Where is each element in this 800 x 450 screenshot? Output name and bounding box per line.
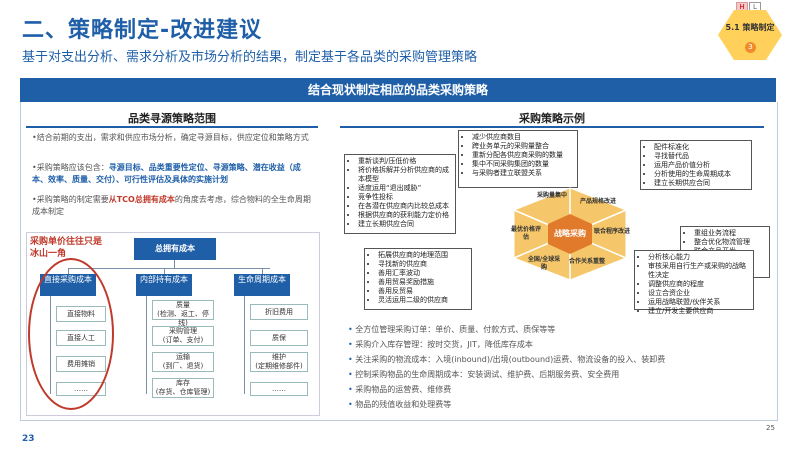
- p2-prefix: •采购策略应该包含：: [32, 163, 109, 172]
- bullet-list: 全方位管理采购订单：单价、质量、付款方式、质保等等 采购介入库存管理：按时交货，…: [348, 322, 748, 412]
- strategy-item: 善用贸易奖励措施: [378, 278, 467, 287]
- strategy-item: 整合优化物流管理: [694, 238, 765, 247]
- strategy-item: 适度运用“退出威胁”: [358, 184, 451, 193]
- strategy-item: 跨业务单元的采购量整合: [472, 142, 573, 151]
- wheel-seg4: 合作关系重整: [568, 258, 605, 265]
- strategy-item: 根据供应商的获利能力定价格: [358, 211, 451, 220]
- strategy-item: 善用反贸易: [378, 287, 467, 296]
- strategy-item: 将价格拆解并分析供应商的成本模型: [358, 166, 451, 184]
- tree-connector: [68, 268, 270, 269]
- bullet-item: 全方位管理采购订单：单价、质量、付款方式、质保等等: [348, 322, 748, 337]
- tree-col3-item: ……: [250, 382, 308, 396]
- tree-col2-item: 库存 (存货、仓库管理): [152, 378, 214, 398]
- content-frame: [20, 102, 778, 421]
- strategy-item: 与采购者建立联盟关系: [472, 169, 573, 178]
- strategy-item: 配件标准化: [654, 143, 747, 152]
- strategy-item: 审核采用自行生产或采购的战略性决定: [648, 262, 749, 280]
- strategy-item: 在各潜在供应商内比较总成本: [358, 202, 451, 211]
- strategy-item: 拓展供应商的地理范围: [378, 251, 467, 260]
- p3-suffix: 的角度去考虑，综合物料的全生命周期成本制定: [32, 195, 311, 216]
- page-number-right: 25: [766, 424, 775, 432]
- left-heading-rule: [26, 126, 318, 128]
- strategy-item: 重新谈判/压低价格: [358, 157, 451, 166]
- wheel-seg2: 产品规格改进: [579, 198, 616, 205]
- tree-col3-item: 维护 (定期维修部件): [250, 352, 308, 372]
- tree-connector: [164, 268, 165, 274]
- strategy-box-bottom-left: 拓展供应商的地理范围寻找新的供应商善用汇率波动善用贸易奖励措施善用反贸易灵活运用…: [364, 248, 472, 310]
- strategy-item: 减少供应商数目: [472, 133, 573, 142]
- strategy-item: 重新分配各供应商采购的数量: [472, 151, 573, 160]
- tree-col3-item: 折旧费用: [250, 304, 308, 320]
- bullet-item: 采购物品的运营费、维修费: [348, 382, 748, 397]
- iceberg-callout: 采购单价往往只是冰山一角: [30, 237, 103, 259]
- tree-col2-item: 采购管理 (订单、支付): [152, 326, 214, 346]
- strategy-item: 重组业务流程: [694, 229, 765, 238]
- strategy-item: 竞争性投标: [358, 193, 451, 202]
- tree-connector: [174, 260, 175, 268]
- tree-connector: [262, 268, 263, 274]
- strategy-item: 建立长期供应合同: [358, 220, 451, 229]
- wheel-seg5: 全国/全球采购: [527, 256, 561, 271]
- tree-connector: [146, 296, 147, 394]
- bullet-item: 控制采购物品的生命周期成本：安装调试、维护费、后期服务费、安全费用: [348, 367, 748, 382]
- strategy-item: 分析使用的生命周期成本: [654, 170, 747, 179]
- strategy-item: 建立/开发主要供应商: [648, 307, 749, 316]
- strategy-item: 运用战略联盟/伙伴关系: [648, 298, 749, 307]
- p3-prefix: •采购策略的制定需要: [32, 195, 109, 204]
- strategy-box-right1: 配件标准化寻找替代品运用产品价值分析分析使用的生命周期成本建立长期供应合同: [640, 140, 752, 190]
- left-paragraph-1: •结合前期的支出，需求和供应市场分析，确定寻源目标，供应定位和策略方式: [32, 133, 309, 142]
- tree-col2-item: 运输 (到厂、退货): [152, 352, 214, 372]
- wheel-seg3: 联合程序改进: [594, 228, 631, 235]
- right-heading: 采购策略示例: [519, 112, 585, 125]
- page-subtitle: 基于对支出分析、需求分析及市场分析的结果，制定基于各品类的采购管理策略: [22, 50, 478, 65]
- tree-col3-item: 质保: [250, 330, 308, 346]
- tree-col2-item: 质量 (检测、返工、停线): [152, 300, 214, 327]
- right-heading-rule: [340, 126, 764, 128]
- badge-label: 5.1 策略制定: [725, 23, 775, 32]
- page-number-left: 23: [22, 434, 35, 444]
- wheel-center-label: 战略采购: [554, 229, 586, 238]
- section-badge: H L 5.1 策略制定 3: [718, 0, 782, 64]
- bullet-item: 采购介入库存管理：按时交货，JIT，降低库存成本: [348, 337, 748, 352]
- left-paragraph-3: •采购策略的制定需要从TCO总拥有成本的角度去考虑，综合物料的全生命周期成本制定: [32, 194, 314, 218]
- strategy-item: 调整供应商的程度: [648, 280, 749, 289]
- tree-connector: [244, 296, 245, 394]
- p2-highlight: 寻源目标、品类重要性定位、寻源策略、潜在收益（成本、效率、质量、交付）、可行性评…: [32, 163, 301, 184]
- strategy-item: 寻找新的供应商: [378, 260, 467, 269]
- strategy-item: 集中不同采购集团的数量: [472, 160, 573, 169]
- strategy-box-bottom-right: 分析核心能力审核采用自行生产或采购的战略性决定调整供应商的程度设立合资企业运用战…: [634, 250, 754, 315]
- p3-highlight: 从TCO总拥有成本: [108, 195, 175, 204]
- bullet-item: 物品的残值收益和处理费等: [348, 397, 748, 412]
- tree-col3-head: 生命周期成本: [234, 274, 290, 296]
- strategy-item: 灵活运用二级的供应商: [378, 296, 467, 305]
- bullet-item: 关注采购的物流成本：入境(inbound)/出境(outbound)运费、物流设…: [348, 352, 748, 367]
- badge-number: 3: [745, 42, 756, 53]
- strategy-box-left: 重新谈判/压低价格将价格拆解并分析供应商的成本模型适度运用“退出威胁”竞争性投标…: [344, 154, 456, 234]
- strategy-item: 建立长期供应合同: [654, 179, 747, 188]
- strategy-item: 设立合资企业: [648, 289, 749, 298]
- strategy-item: 运用产品价值分析: [654, 161, 747, 170]
- tco-root-node: 总拥有成本: [134, 238, 216, 260]
- wheel-center: [548, 214, 592, 254]
- strategy-item: 寻找替代品: [654, 152, 747, 161]
- left-paragraph-2: •采购策略应该包含：寻源目标、品类重要性定位、寻源策略、潜在收益（成本、效率、质…: [32, 162, 314, 186]
- strategy-item: 分析核心能力: [648, 253, 749, 262]
- strategy-box-top: 减少供应商数目跨业务单元的采购量整合重新分配各供应商采购的数量集中不同采购集团的…: [458, 130, 578, 188]
- section-banner: 结合现状制定相应的品类采购策略: [20, 78, 776, 102]
- strategy-wheel: [513, 187, 627, 281]
- wheel-seg1: 采购量集中: [536, 192, 567, 199]
- left-heading: 品类寻源策略范围: [128, 112, 216, 125]
- strategy-item: 善用汇率波动: [378, 269, 467, 278]
- tree-col2-head: 内部持有成本: [136, 274, 192, 296]
- page-title: 二、策略制定-改进建议: [22, 18, 263, 43]
- wheel-seg6: 最优价格评估: [510, 226, 541, 241]
- iceberg-highlight-oval: [28, 258, 114, 410]
